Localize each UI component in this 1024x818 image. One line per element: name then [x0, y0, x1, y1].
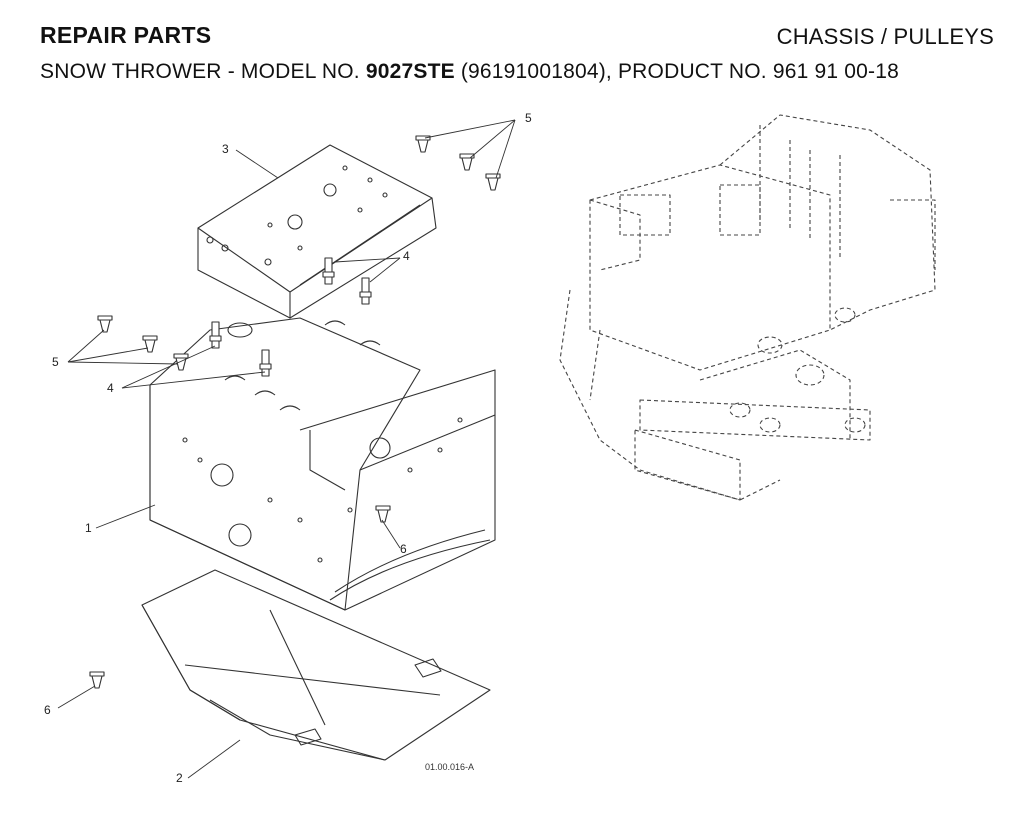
leader-lines — [57, 119, 516, 779]
base-plate-part — [141, 569, 491, 761]
top-bracket-part — [197, 144, 437, 319]
callout-5-top: 5 — [525, 111, 532, 125]
callout-4-top: 4 — [403, 249, 410, 263]
bolts-and-studs — [89, 135, 501, 689]
section-title: CHASSIS / PULLEYS — [776, 24, 994, 49]
model-number: 9027STE — [365, 60, 455, 83]
chassis-part — [149, 317, 496, 611]
page-title: REPAIR PARTS — [40, 22, 212, 48]
model-subtitle: SNOW THROWER - MODEL NO. 9027STE (961910… — [40, 60, 899, 84]
subtitle-prefix: SNOW THROWER - MODEL NO. — [40, 60, 366, 83]
subtitle-suffix: (96191001804), PRODUCT NO. 961 91 00-18 — [454, 60, 900, 83]
callout-6-base: 6 — [44, 703, 51, 717]
figure-code: 01.00.016-A — [425, 762, 474, 772]
callout-1: 1 — [85, 521, 92, 535]
callout-5-left: 5 — [52, 355, 59, 369]
callout-2: 2 — [176, 771, 183, 785]
engine-phantom-outline — [559, 114, 936, 501]
callout-3: 3 — [222, 142, 229, 156]
callout-6-chassis: 6 — [400, 542, 407, 556]
callout-4-left: 4 — [107, 381, 114, 395]
